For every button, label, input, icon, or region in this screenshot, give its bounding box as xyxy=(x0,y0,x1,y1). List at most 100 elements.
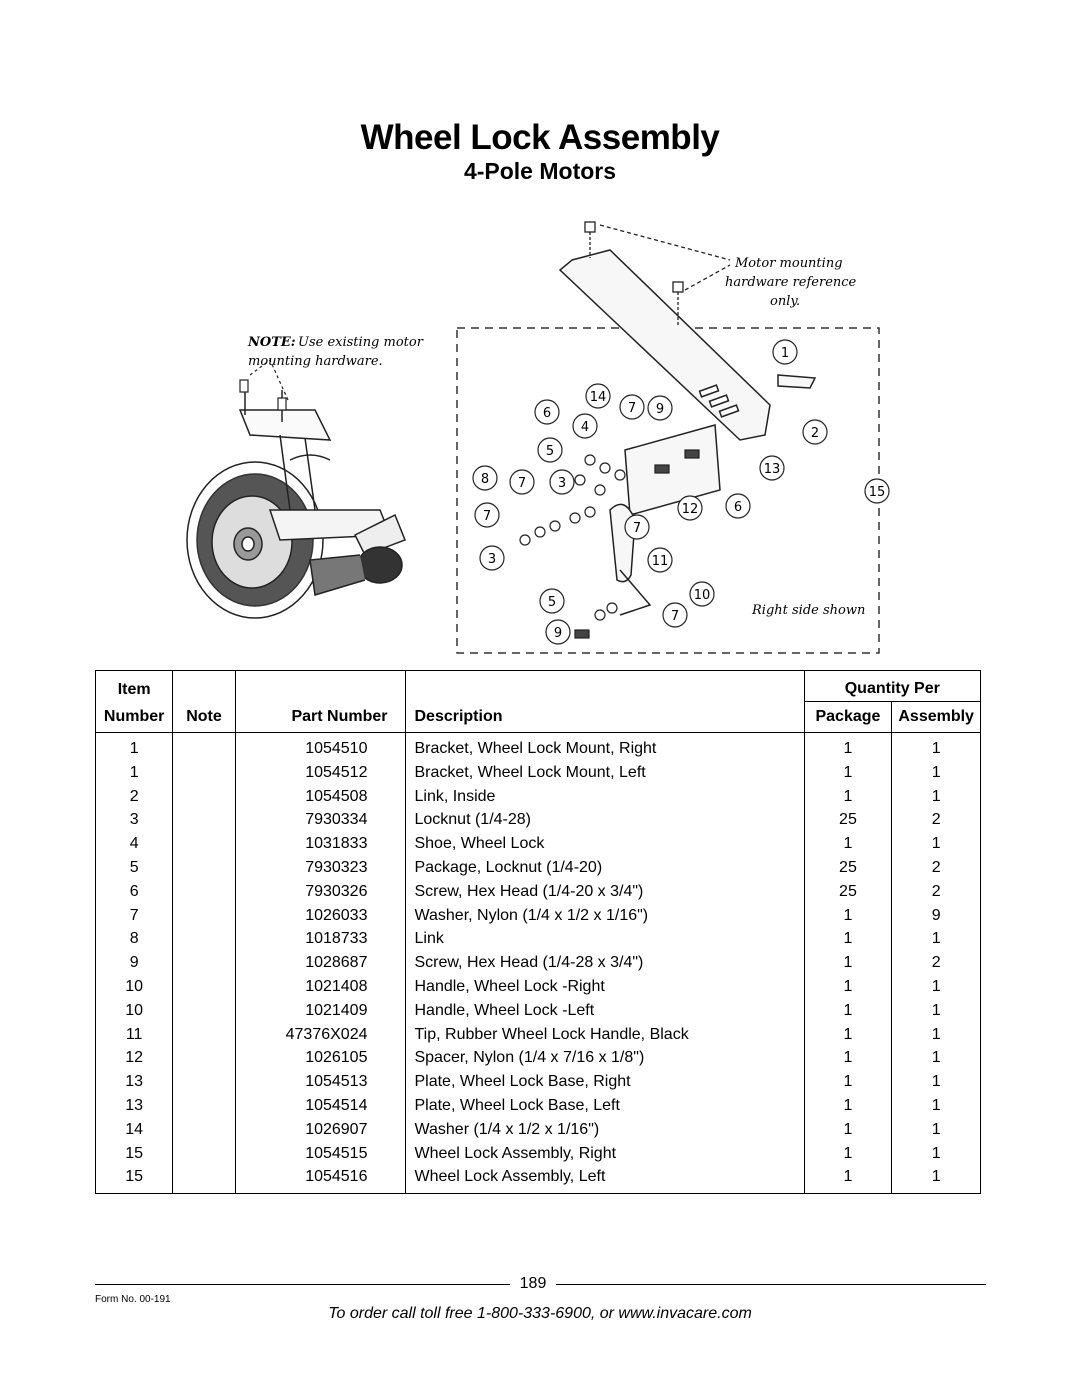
callout-9b: 9 xyxy=(554,626,562,641)
cell-qty-assembly: 1 xyxy=(891,732,981,761)
cell-item-number: 11 xyxy=(94,1022,174,1047)
cell-part-number: 1026907 xyxy=(234,1117,407,1142)
cell-qty-package: 1 xyxy=(803,732,893,761)
callout-12: 12 xyxy=(682,502,699,517)
cell-item-number: 1 xyxy=(94,732,174,761)
cell-item-number: 14 xyxy=(94,1117,174,1142)
motor-note-line-1: Motor mounting xyxy=(734,256,843,271)
cell-part-number: 1054513 xyxy=(234,1070,407,1094)
header-description: Description xyxy=(405,701,805,733)
callout-5b: 5 xyxy=(548,595,556,610)
cell-qty-package: 1 xyxy=(803,760,893,785)
cell-part-number: 7930323 xyxy=(234,855,407,880)
page-number: 189 xyxy=(519,1275,547,1292)
cell-item-number: 7 xyxy=(94,903,174,928)
cell-description: Spacer, Nylon (1/4 x 7/16 x 1/8") xyxy=(405,1046,805,1071)
callout-10: 10 xyxy=(694,588,711,603)
header-note: Note xyxy=(172,701,236,733)
cell-item-number: 13 xyxy=(94,1093,174,1118)
cell-qty-package: 1 xyxy=(803,1070,893,1094)
cell-note xyxy=(172,732,236,761)
cell-part-number: 1026105 xyxy=(234,1046,407,1071)
left-hardware-bolts xyxy=(239,359,289,411)
callout-3a: 3 xyxy=(558,476,566,491)
cell-note xyxy=(172,784,236,809)
cell-description: Package, Locknut (1/4-20) xyxy=(405,855,805,880)
cell-note xyxy=(172,760,236,785)
header-assembly: Assembly xyxy=(891,701,981,733)
cell-description: Washer (1/4 x 1/2 x 1/16") xyxy=(405,1117,805,1142)
side-note: Right side shown xyxy=(751,603,865,618)
cell-note xyxy=(172,808,236,833)
cell-item-number: 4 xyxy=(94,832,174,856)
cell-qty-package: 25 xyxy=(803,808,893,833)
callout-4: 4 xyxy=(581,420,589,435)
cell-qty-assembly: 2 xyxy=(891,879,981,904)
cell-qty-assembly: 1 xyxy=(891,1022,981,1047)
cell-item-number: 15 xyxy=(94,1165,174,1195)
cell-item-number: 10 xyxy=(94,998,174,1023)
cell-part-number: 47376X024 xyxy=(234,1022,407,1047)
cell-item-number: 13 xyxy=(94,1070,174,1094)
cell-qty-assembly: 1 xyxy=(891,832,981,856)
cell-note xyxy=(172,1046,236,1071)
cell-qty-package: 1 xyxy=(803,1141,893,1166)
cell-qty-package: 1 xyxy=(803,1046,893,1071)
footer-rule-left xyxy=(95,1284,510,1285)
callout-5a: 5 xyxy=(546,444,554,459)
cell-item-number: 10 xyxy=(94,974,174,999)
cell-part-number: 1021408 xyxy=(234,974,407,999)
cell-qty-package: 1 xyxy=(803,832,893,856)
callout-9a: 9 xyxy=(656,402,664,417)
cell-part-number: 7930334 xyxy=(234,808,407,833)
cell-qty-package: 1 xyxy=(803,1165,893,1195)
bracket-plate xyxy=(558,249,817,441)
cell-note xyxy=(172,998,236,1023)
cell-qty-assembly: 1 xyxy=(891,927,981,952)
cell-part-number: 1026033 xyxy=(234,903,407,928)
cell-qty-assembly: 1 xyxy=(891,1093,981,1118)
cell-description: Link xyxy=(405,927,805,952)
cell-qty-assembly: 1 xyxy=(891,784,981,809)
exploded-parts-diagram: NOTE: Use existing motor mounting hardwa… xyxy=(186,221,890,654)
callout-1: 1 xyxy=(781,346,789,361)
callout-7c: 7 xyxy=(483,509,491,524)
cell-part-number: 1028687 xyxy=(234,951,407,975)
cell-description: Plate, Wheel Lock Base, Right xyxy=(405,1070,805,1094)
cell-qty-package: 1 xyxy=(803,927,893,952)
cell-description: Handle, Wheel Lock -Left xyxy=(405,998,805,1023)
cell-item-number: 15 xyxy=(94,1141,174,1166)
cell-qty-assembly: 1 xyxy=(891,1117,981,1142)
cell-note xyxy=(172,879,236,904)
callout-7d: 7 xyxy=(633,521,641,536)
cell-description: Screw, Hex Head (1/4-28 x 3/4") xyxy=(405,951,805,975)
cell-qty-package: 1 xyxy=(803,1022,893,1047)
callouts: 1 2 13 15 14 7 9 6 4 5 8 7 3 12 6 7 7 11… xyxy=(472,339,890,645)
header-item: Item xyxy=(94,670,174,702)
callout-13: 13 xyxy=(764,462,781,477)
callout-15: 15 xyxy=(869,485,886,500)
cell-part-number: 1054514 xyxy=(234,1093,407,1118)
cell-qty-assembly: 9 xyxy=(891,903,981,928)
cell-qty-package: 1 xyxy=(803,974,893,999)
cell-part-number: 1054508 xyxy=(234,784,407,809)
cell-item-number: 12 xyxy=(94,1046,174,1071)
cell-qty-package: 1 xyxy=(803,951,893,975)
callout-6a: 6 xyxy=(543,406,551,421)
cell-part-number: 1054515 xyxy=(234,1141,407,1166)
callout-6b: 6 xyxy=(734,500,742,515)
cell-note xyxy=(172,1022,236,1047)
note-line-1-rest: Use existing motor xyxy=(298,335,424,350)
